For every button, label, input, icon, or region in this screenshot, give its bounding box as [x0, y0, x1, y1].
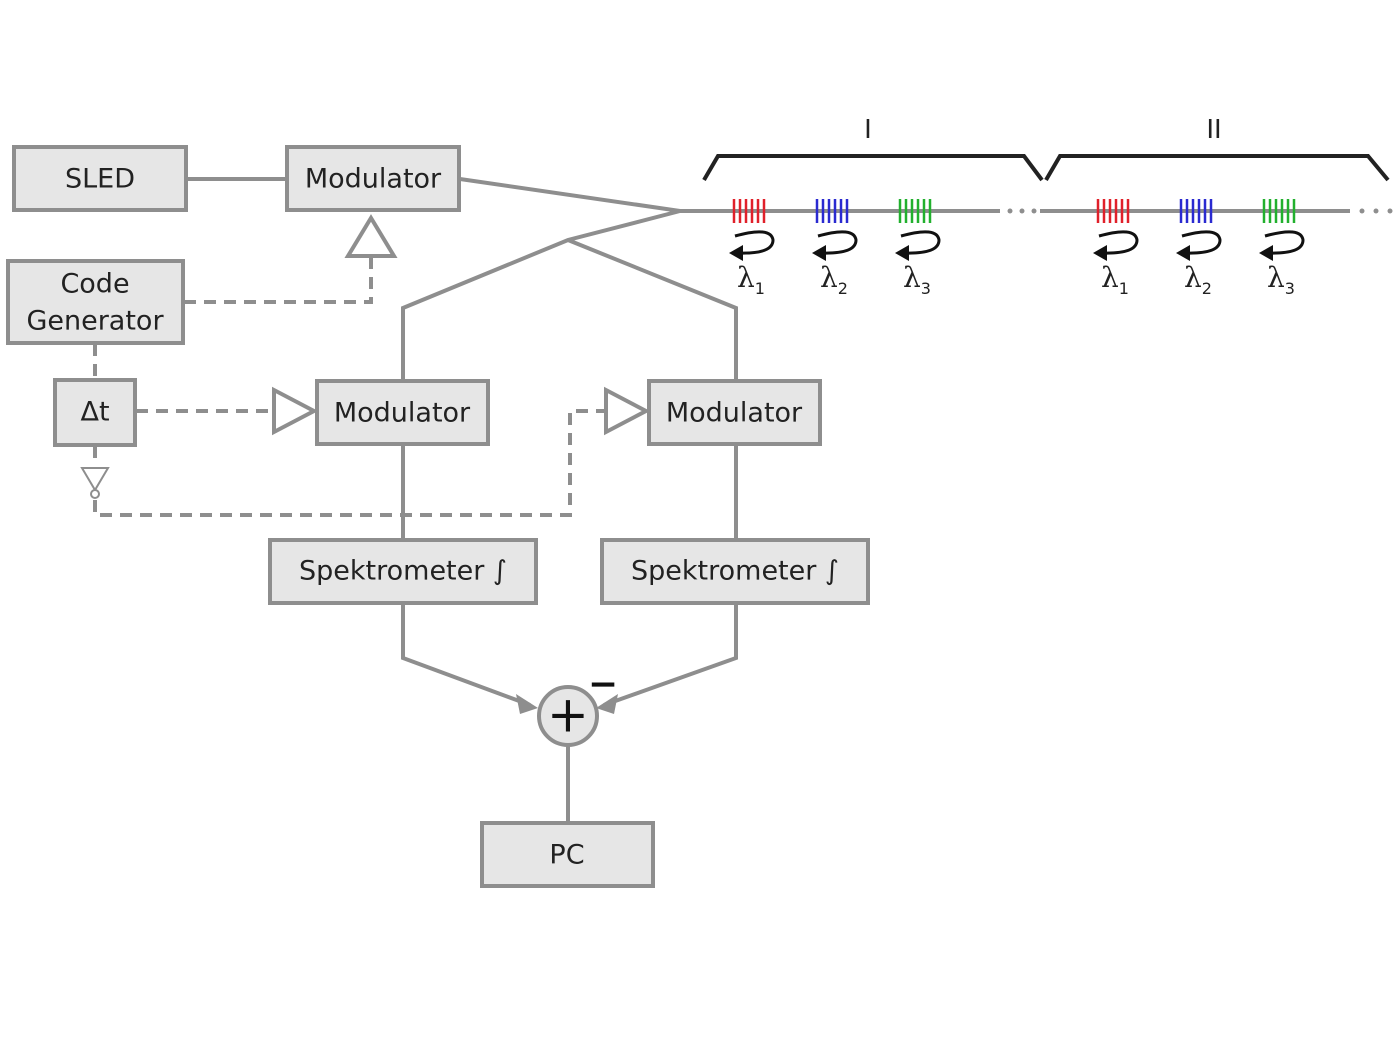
spektrometer-right-to-sum [603, 603, 738, 707]
control-signals [93, 258, 604, 517]
reflection-arrow-head [1259, 245, 1273, 261]
code-generator-label-line2: Generator [26, 306, 164, 337]
sled-label: SLED [65, 164, 135, 195]
section-1-label: I [864, 115, 872, 145]
spektrometer-left-block: Spektrometer ∫ [268, 538, 538, 605]
reflection-arrow-icon [817, 230, 858, 255]
reflection-arrow-head [1093, 245, 1107, 261]
modulator-right-block: Modulator [647, 379, 822, 446]
spektrometer-left-label: Spektrometer ∫ [299, 556, 507, 587]
grating-3: λ3 [895, 199, 941, 298]
section-2-label: II [1206, 115, 1221, 145]
wavelength-label: λ2 [1184, 261, 1212, 298]
amplifier-triangle-right [604, 386, 651, 436]
connections [186, 177, 1350, 823]
modulator-top-label: Modulator [305, 164, 442, 195]
reflection-arrow-head [895, 245, 909, 261]
reflection-arrow-head [812, 245, 826, 261]
section-2-brace [1044, 154, 1390, 182]
reflection-arrow-icon [734, 230, 775, 255]
pc-label: PC [549, 840, 584, 871]
reflection-arrow-icon [1264, 230, 1305, 255]
modulator-right-label: Modulator [666, 398, 803, 429]
code-to-modulator-top-dash [184, 258, 373, 304]
delay-block: Δt [53, 378, 137, 447]
code-generator-label-line1: Code [60, 269, 129, 300]
wavelength-label: λ3 [903, 261, 931, 298]
wavelength-label: λ2 [820, 261, 848, 298]
modulator-top-block: Modulator [285, 145, 461, 212]
reflection-arrow-icon [1098, 230, 1139, 255]
summing-junction: + − [537, 664, 618, 747]
coupler-right-branch [567, 238, 738, 381]
section-1: I λ1 λ2 λ3 [702, 115, 1044, 298]
reflection-arrow-icon [1181, 230, 1222, 255]
delay-label: Δt [80, 397, 109, 428]
reflection-arrow-head [1176, 245, 1190, 261]
arrow-head-left [516, 694, 538, 714]
wavelength-label: λ1 [737, 261, 765, 298]
spektrometer-right-block: Spektrometer ∫ [600, 538, 870, 605]
modulator-left-block: Modulator [315, 379, 490, 446]
section-1-brace [702, 154, 1044, 182]
spektrometer-left-to-sum [401, 603, 531, 707]
grating-1: λ1 [729, 199, 775, 298]
section-2-gratings: λ1 λ2 λ3 [1093, 199, 1305, 298]
inverter-icon [80, 467, 110, 499]
inverter-to-modulator-right-dash [93, 409, 604, 517]
amplifier-triangle-top [344, 214, 398, 258]
pc-block: PC [480, 821, 655, 888]
grating-2: λ2 [812, 199, 858, 298]
wavelength-label: λ1 [1101, 261, 1129, 298]
section-2: II λ1 λ2 λ3 [1044, 115, 1390, 298]
reflection-arrow-icon [900, 230, 941, 255]
minus-sign: − [588, 664, 618, 705]
wavelength-label: λ3 [1267, 261, 1295, 298]
code-generator-block: Code Generator [6, 259, 185, 345]
fiber-continuation-dots [1007, 208, 1393, 214]
reflection-arrow-head [729, 245, 743, 261]
section-1-gratings: λ1 λ2 λ3 [729, 199, 941, 298]
grating-2: λ2 [1176, 199, 1222, 298]
sled-block: SLED [12, 145, 188, 212]
spektrometer-right-label: Spektrometer ∫ [631, 556, 839, 587]
modulator-left-label: Modulator [334, 398, 471, 429]
grating-1: λ1 [1093, 199, 1139, 298]
coupler-left-branch [401, 209, 681, 381]
amplifier-triangle-left [272, 386, 319, 436]
grating-3: λ3 [1259, 199, 1305, 298]
arrow-head-right [596, 694, 618, 714]
plus-sign: + [547, 686, 589, 744]
